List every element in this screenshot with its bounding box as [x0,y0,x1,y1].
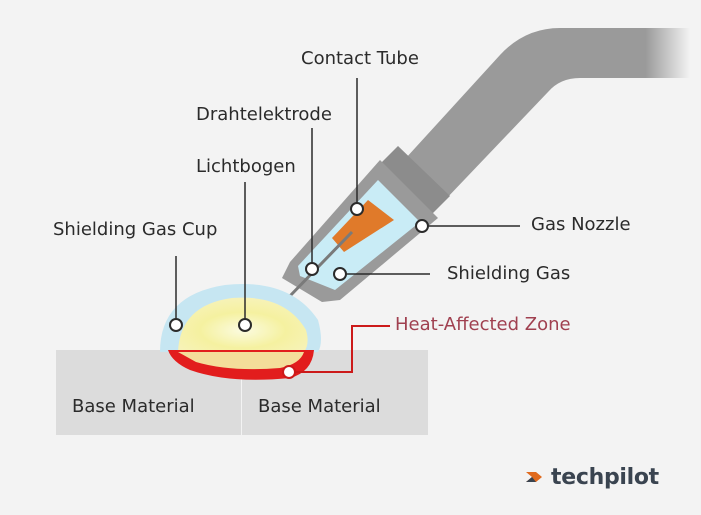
heat-zone-leader [288,325,390,373]
label-gas-nozzle: Gas Nozzle [531,214,631,235]
label-heat-affected-zone: Heat-Affected Zone [395,314,571,335]
label-shielding-gas: Shielding Gas [447,263,571,284]
label-base-material-left: Base Material [72,396,195,417]
label-drahtelektrode: Drahtelektrode [196,104,332,125]
chevron-arrow-icon [526,472,542,482]
contact-tube [332,200,394,252]
label-base-material-right: Base Material [258,396,381,417]
markers [169,202,429,379]
torch-collar [376,146,450,218]
weld-pool [178,352,304,370]
torch-hose [395,28,690,200]
wire-electrode [286,230,354,300]
label-contact-tube: Contact Tube [301,48,419,69]
label-shielding-gas-cup: Shielding Gas Cup [53,219,218,240]
label-lichtbogen: Lichtbogen [196,156,296,177]
leader-lines [175,78,520,324]
logo-text: techpilot [551,464,659,490]
techpilot-logo: techpilot [524,462,659,492]
